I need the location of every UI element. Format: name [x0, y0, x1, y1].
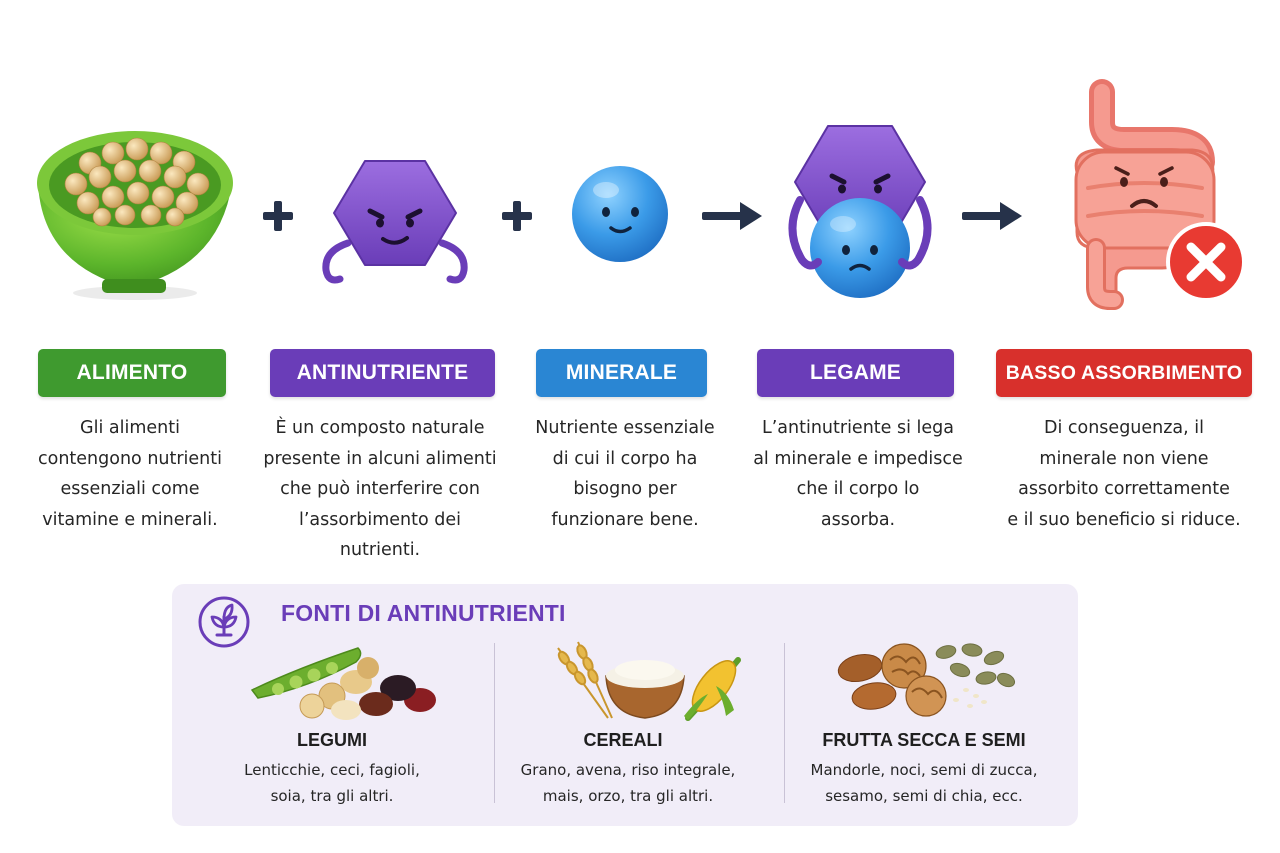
arrow-right-icon	[960, 200, 1024, 232]
step-description-legame: L’antinutriente si lega al minerale e im…	[753, 418, 963, 530]
divider	[784, 643, 785, 803]
step-badge-legame: LEGAME	[757, 349, 954, 397]
plus-icon	[498, 199, 536, 233]
bowl-of-soybeans-icon	[30, 105, 240, 305]
step-description-basso-assorbimento: Di conseguenza, il minerale non viene as…	[1007, 418, 1241, 530]
source-name-frutta-secca-e-semi: FRUTTA SECCA E SEMI	[822, 730, 1026, 750]
leaf-sprout-icon	[197, 595, 251, 649]
hexagon-grabbing-mineral-icon	[780, 120, 940, 305]
source-text-cereali: Grano, avena, riso integrale, mais, orzo…	[520, 761, 736, 805]
angry-hexagon-antinutrient-icon	[310, 155, 480, 290]
plus-icon	[259, 199, 297, 233]
divider	[494, 643, 495, 803]
source-name-cereali: CEREALI	[583, 730, 663, 750]
step-description-alimento: Gli alimenti contengono nutrienti essenz…	[38, 418, 222, 530]
sad-intestine-with-x-icon	[1052, 79, 1252, 312]
step-badge-basso-assorbimento: BASSO ASSORBIMENTO	[996, 349, 1252, 397]
sources-title: FONTI DI ANTINUTRIENTI	[281, 600, 566, 626]
cereals-icon	[538, 640, 750, 724]
arrow-right-icon	[700, 200, 764, 232]
legumes-icon	[248, 640, 440, 722]
source-name-legumi: LEGUMI	[297, 730, 367, 750]
source-text-frutta-secca-e-semi: Mandorle, noci, semi di zucca, sesamo, s…	[810, 761, 1038, 805]
step-badge-antinutriente: ANTINUTRIENTE	[270, 349, 495, 397]
source-text-legumi: Lenticchie, ceci, fagioli, soia, tra gli…	[244, 761, 420, 805]
step-badge-alimento: ALIMENTO	[38, 349, 226, 397]
step-description-minerale: Nutriente essenziale di cui il corpo ha …	[535, 418, 715, 530]
smiling-blue-mineral-icon	[568, 162, 673, 267]
step-badge-minerale: MINERALE	[536, 349, 707, 397]
step-description-antinutriente: È un composto naturale presente in alcun…	[263, 418, 497, 560]
nuts-and-seeds-icon	[834, 640, 1018, 720]
